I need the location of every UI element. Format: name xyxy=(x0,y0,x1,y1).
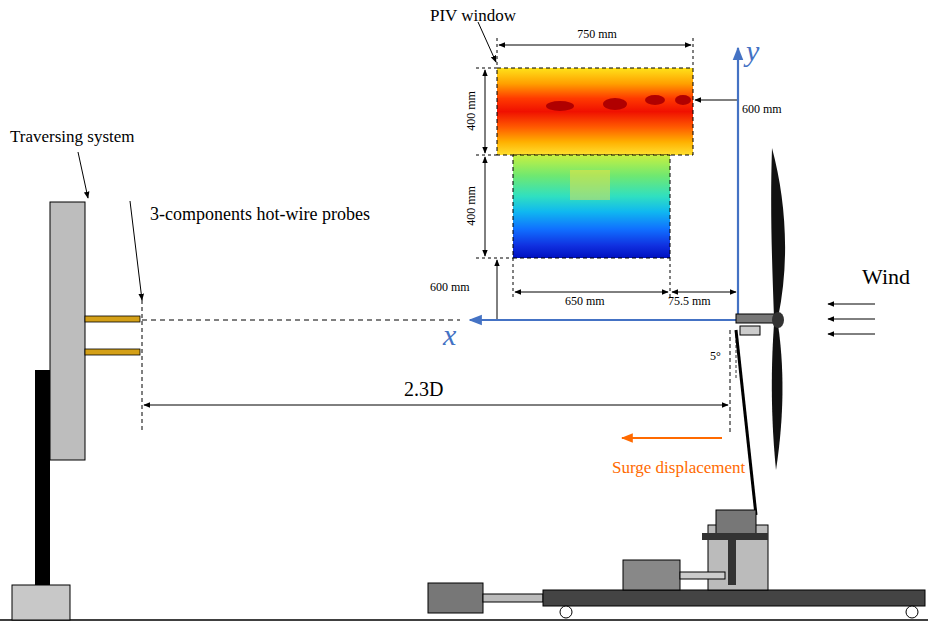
dimension: 400 mm xyxy=(465,186,479,226)
dimension: 600 mm xyxy=(742,103,782,117)
dimension: 2.3D xyxy=(404,378,443,401)
axis-label: y xyxy=(746,34,759,69)
dimension: 600 mm xyxy=(430,281,470,295)
dimension: 400 mm xyxy=(465,91,479,131)
flow-label: Wind xyxy=(862,264,910,289)
angle-label: 5° xyxy=(710,350,721,364)
part-label: 3-components hot-wire probes xyxy=(140,200,380,228)
axis-label: x xyxy=(443,318,456,353)
motion-label: Surge displacement xyxy=(612,458,745,478)
part-label: Traversing system xyxy=(10,127,135,147)
dimension: 750 mm xyxy=(577,28,617,42)
window-label: PIV window xyxy=(430,6,516,26)
dimension: 650 mm xyxy=(565,295,605,309)
dimension: 75.5 mm xyxy=(668,295,711,309)
